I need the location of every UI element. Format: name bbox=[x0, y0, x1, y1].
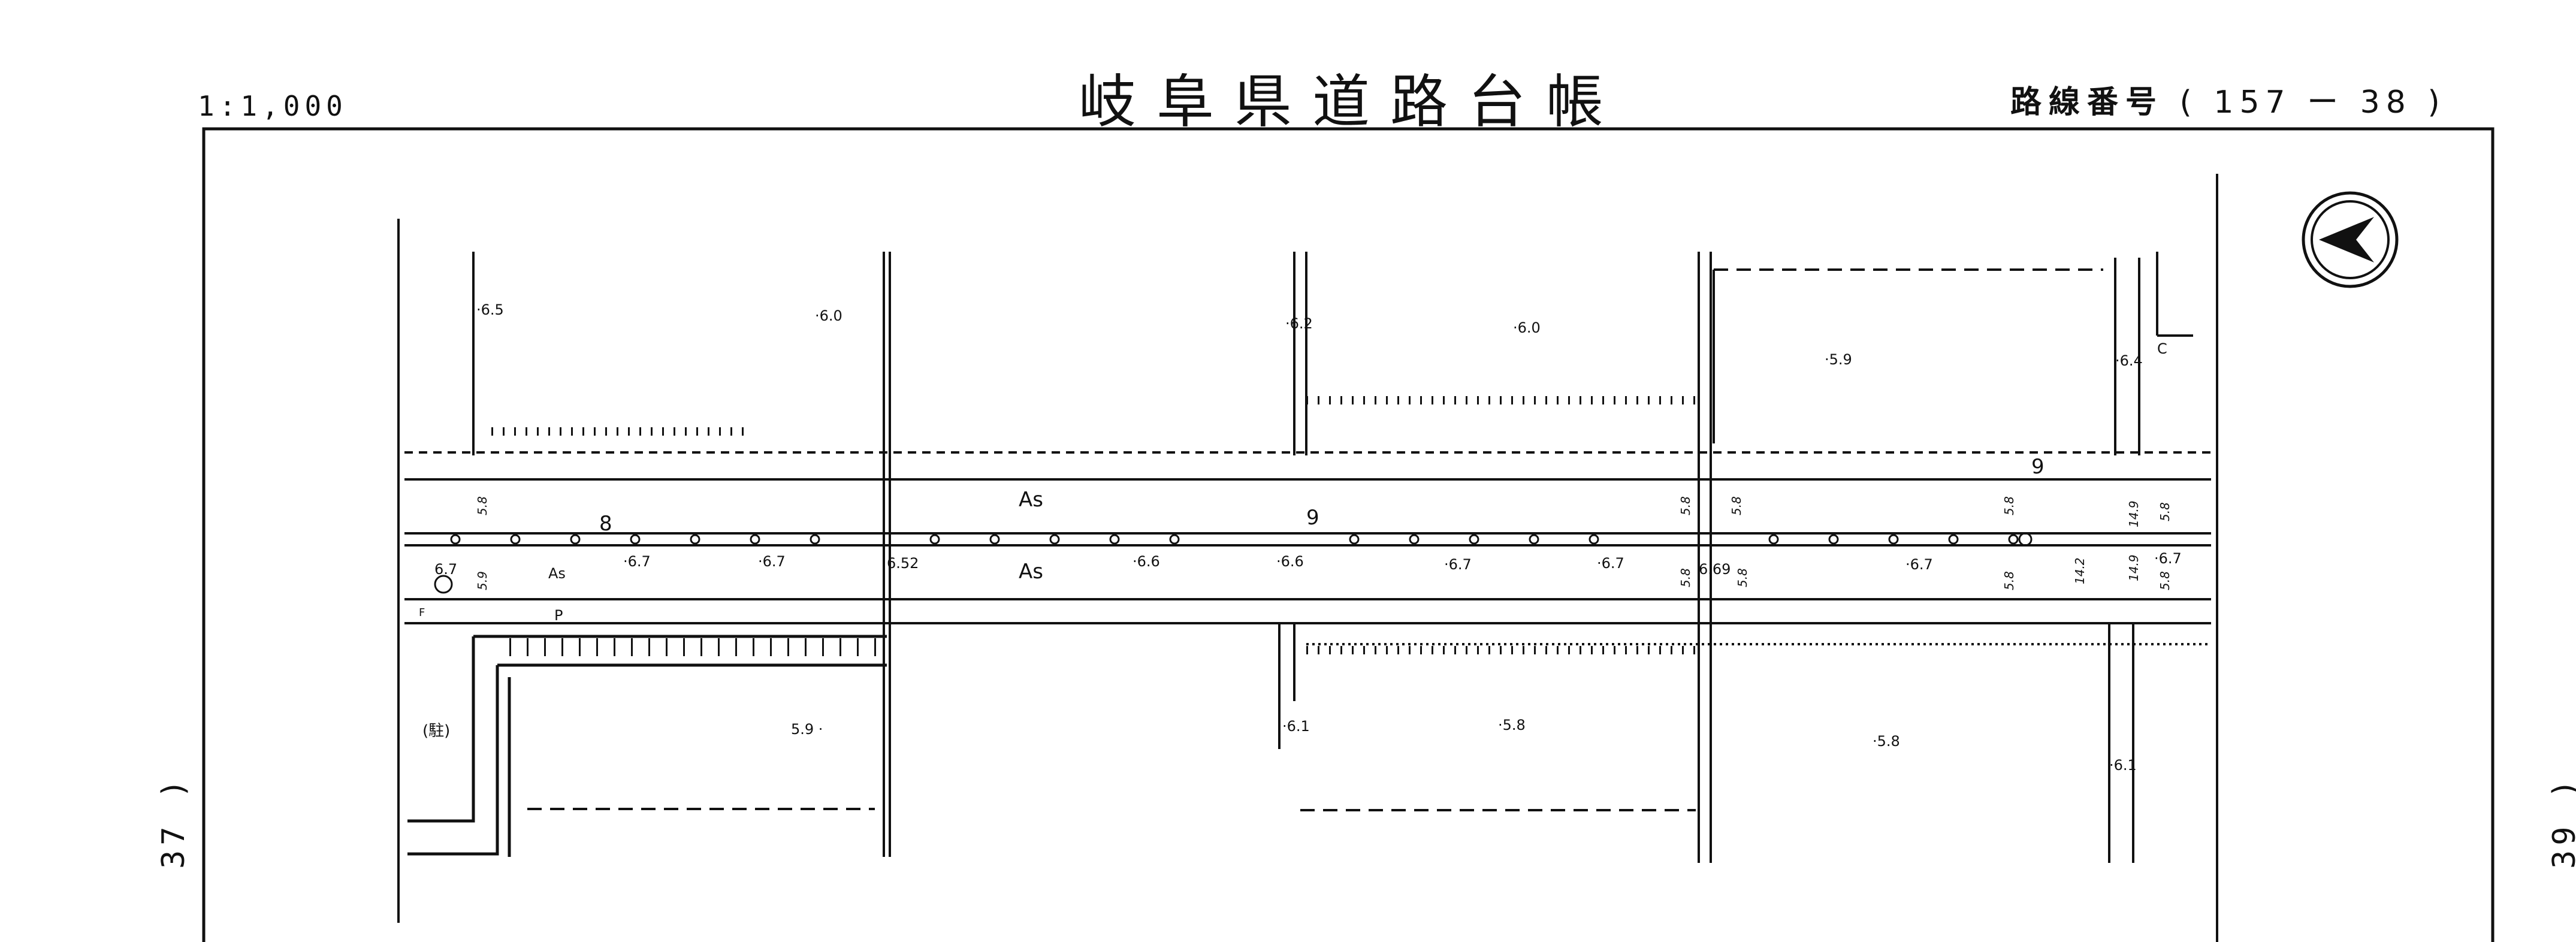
elevation: ·6.6 bbox=[1276, 553, 1304, 570]
elevation: ·5.8 bbox=[1873, 733, 1900, 750]
elevation: ·6.7 bbox=[623, 553, 651, 570]
elevation: ·6.0 bbox=[815, 307, 842, 324]
elevation: ·6.7 bbox=[1905, 556, 1933, 573]
elevation: ·6.7 bbox=[2154, 550, 2182, 567]
elevation: 6.7 bbox=[434, 561, 457, 578]
width-labels: 5.8 5.9 5.8 5.8 5.8 5.8 5.8 5.8 14.9 14.… bbox=[475, 496, 2172, 590]
elevation: ·6.7 bbox=[758, 553, 786, 570]
pavement-label: As bbox=[1019, 488, 1043, 512]
elevation: ·6.4 bbox=[2115, 352, 2143, 369]
route-number-value: ( 157 ー 38 ) bbox=[2179, 84, 2446, 120]
width-dimension: 5.8 bbox=[2002, 571, 2016, 590]
north-arrow-icon bbox=[2302, 191, 2399, 288]
road-edges bbox=[404, 451, 2211, 645]
pavement-label: As bbox=[548, 565, 566, 582]
map-frame bbox=[202, 127, 2495, 942]
elevation: ·6.2 bbox=[1285, 315, 1313, 332]
route-number: 路線番号 ( 157 ー 38 ) bbox=[2010, 77, 2446, 122]
elevation: ·6.5 bbox=[476, 301, 504, 318]
elevation: ·6.1 bbox=[2109, 757, 2137, 774]
elevation: ·5.8 bbox=[1498, 717, 1526, 733]
curb-ticks bbox=[491, 396, 1696, 656]
width-dimension: 5.8 bbox=[2158, 502, 2172, 521]
elevation: ·5.9 bbox=[1825, 351, 1852, 368]
p-mark: P bbox=[554, 607, 563, 624]
elevation: ·6.6 bbox=[1133, 553, 1160, 570]
elevation: 6.52 bbox=[887, 555, 919, 572]
elevation-labels: ·6.5 ·6.0 ·6.2 ·6.0 ·5.9 ·6.4 6.7 ·6.7 ·… bbox=[434, 301, 2182, 774]
map-title: 岐阜県道路台帳 bbox=[1079, 68, 1624, 135]
station-9: 9 bbox=[1306, 506, 1319, 530]
map-scale: 1:1,000 bbox=[198, 90, 348, 122]
width-dimension: 5.8 bbox=[1735, 568, 1750, 587]
pavement-label: As bbox=[1019, 560, 1043, 584]
route-number-label: 路線番号 bbox=[2010, 84, 2164, 120]
elevation: ·6.0 bbox=[1513, 319, 1541, 336]
side-road-boundaries bbox=[397, 219, 2193, 923]
elevation: 5.9 · bbox=[791, 721, 823, 738]
width-dimension: 14.9 bbox=[2127, 554, 2141, 581]
width-dimension: 5.8 bbox=[2002, 496, 2016, 515]
width-dimension: 5.8 bbox=[2158, 571, 2172, 590]
map-labels: 8 9 9 As As As (駐) P F C bbox=[419, 340, 2167, 740]
elevation: ·6.7 bbox=[1444, 556, 1472, 573]
f-mark: F bbox=[419, 606, 425, 619]
width-dimension: 5.8 bbox=[1678, 496, 1693, 515]
elevation: ·6.1 bbox=[1282, 718, 1310, 735]
width-dimension: 5.9 bbox=[475, 571, 490, 590]
station-9-right: 9 bbox=[2031, 455, 2045, 479]
width-dimension: 5.8 bbox=[1729, 496, 1744, 515]
parking-label: (駐) bbox=[422, 722, 450, 740]
station-8: 8 bbox=[599, 512, 612, 536]
c-mark: C bbox=[2157, 340, 2167, 357]
width-dimension: 5.8 bbox=[1678, 568, 1693, 587]
parking-structure bbox=[407, 635, 887, 857]
width-dimension: 14.9 bbox=[2127, 500, 2141, 527]
road-markers bbox=[434, 532, 2033, 594]
elevation: ·6.7 bbox=[1597, 555, 1624, 572]
elevation: 6.69 bbox=[1699, 561, 1731, 578]
width-dimension: 5.8 bbox=[475, 496, 490, 515]
width-dimension: 14.2 bbox=[2073, 557, 2087, 584]
